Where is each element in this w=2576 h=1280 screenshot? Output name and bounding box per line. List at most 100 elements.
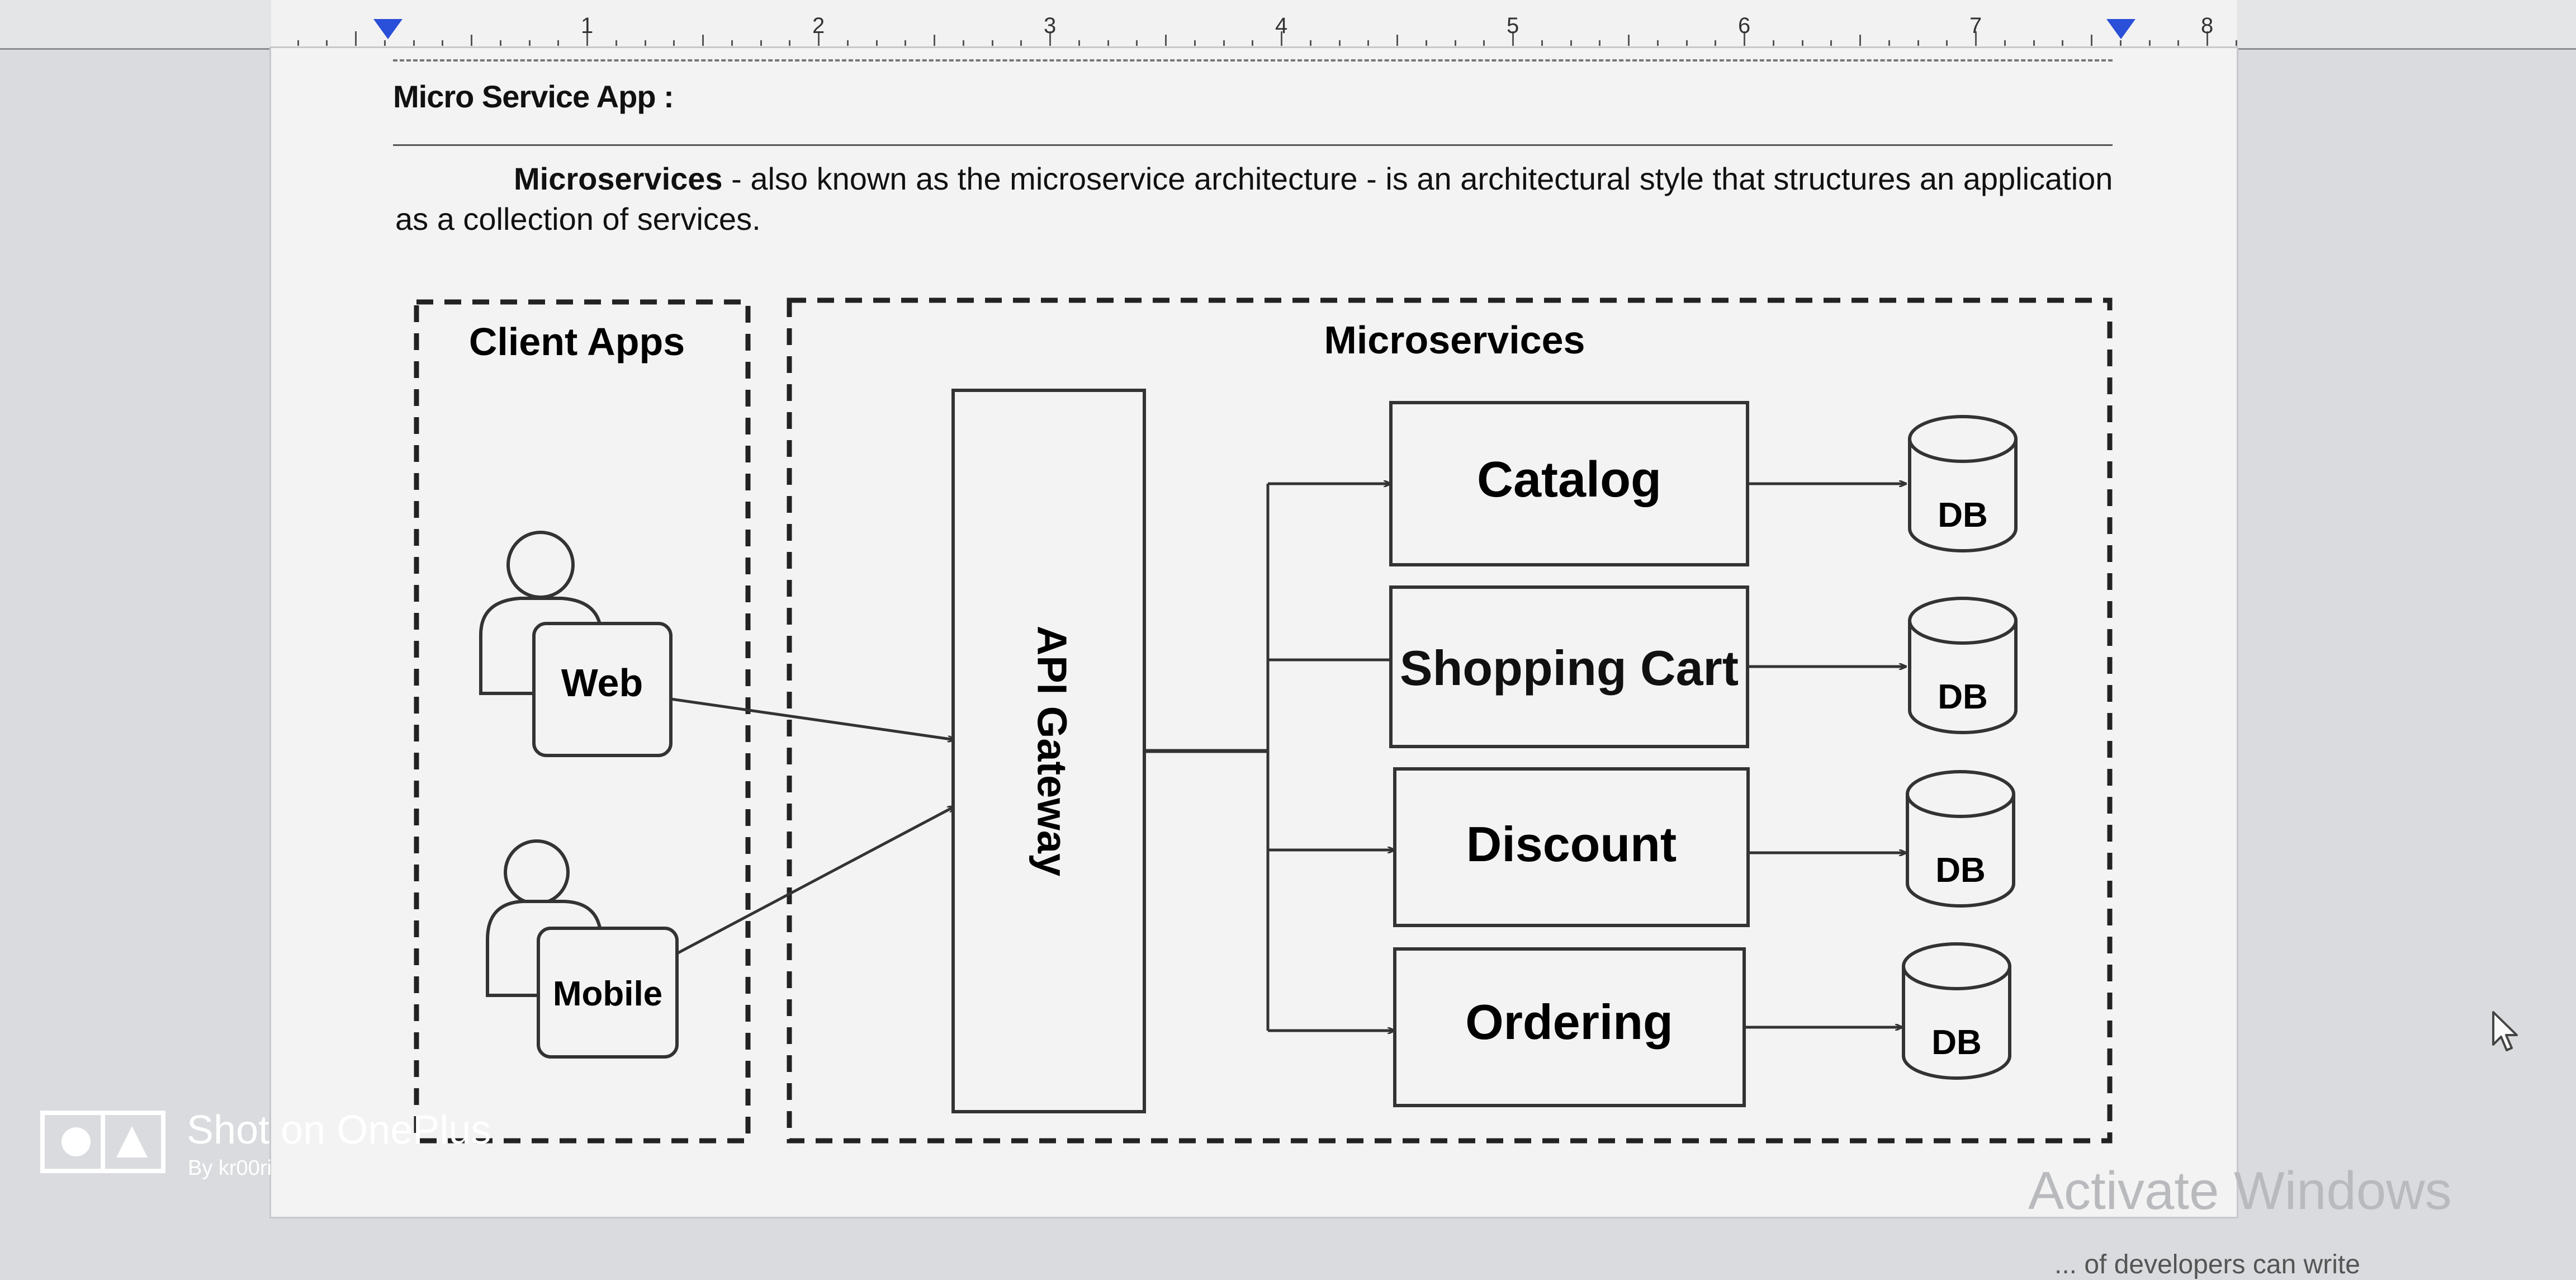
web-to-gateway-arrow bbox=[670, 697, 955, 740]
architecture-diagram: Client Apps Microservices Web Mobile API… bbox=[414, 297, 2113, 1144]
ruler-tick bbox=[586, 31, 588, 46]
ruler-tick bbox=[471, 35, 472, 46]
ruler-tick bbox=[2062, 40, 2064, 46]
left-indent-marker[interactable] bbox=[373, 19, 402, 39]
ruler-tick bbox=[1194, 40, 1196, 46]
catalog-database: DB bbox=[1908, 415, 2018, 552]
microservices-group bbox=[787, 297, 2113, 1144]
ruler-tick bbox=[644, 40, 646, 46]
discount-database: DB bbox=[1906, 770, 2015, 908]
shopping-cart-service-box bbox=[1389, 585, 1749, 748]
ruler-tick bbox=[413, 40, 415, 46]
ruler-tick bbox=[528, 40, 531, 46]
ruler-tick bbox=[1744, 31, 1745, 46]
partial-next-line: ... of developers can write bbox=[2054, 1250, 2360, 1279]
ruler-tick bbox=[2119, 40, 2122, 46]
ruler-number: 3 bbox=[1044, 13, 1057, 38]
ruler-tick bbox=[2091, 35, 2092, 46]
mobile-client-label: Mobile bbox=[553, 975, 662, 1013]
ruler-number: 7 bbox=[1969, 13, 1982, 38]
web-client: Web bbox=[479, 531, 673, 757]
right-indent-marker[interactable] bbox=[2106, 19, 2135, 39]
ruler-tick bbox=[1309, 40, 1311, 46]
shopping-cart-label-wrap: Shopping Cart bbox=[1399, 640, 1739, 696]
ruler-tick bbox=[2206, 31, 2208, 46]
ruler-tick bbox=[1107, 40, 1109, 46]
database-icon bbox=[1908, 621, 2018, 734]
client-apps-label: Client Apps bbox=[469, 320, 685, 363]
header-divider bbox=[393, 59, 2113, 62]
ruler-tick bbox=[1078, 40, 1080, 46]
ruler-tick bbox=[1396, 35, 1398, 46]
ruler-tick bbox=[934, 35, 935, 46]
mouse-pointer-icon bbox=[2492, 1011, 2518, 1051]
database-label: DB bbox=[1931, 1023, 1982, 1062]
ruler-tick bbox=[1656, 40, 1659, 46]
ruler-tick bbox=[1541, 40, 1543, 46]
ruler-tick bbox=[1483, 40, 1485, 46]
ruler-tick bbox=[991, 40, 993, 46]
ruler-tick bbox=[905, 40, 907, 46]
bold-term: Microservices bbox=[514, 161, 723, 196]
ruler-number: 5 bbox=[1507, 13, 1519, 38]
catalog-service-label: Catalog bbox=[1477, 452, 1661, 508]
ruler-tick bbox=[1975, 31, 1977, 46]
ruler-tick bbox=[818, 31, 820, 46]
ruler-tick bbox=[1136, 40, 1138, 46]
ruler-tick bbox=[2177, 40, 2180, 46]
ruler-tick bbox=[731, 40, 733, 46]
ruler-tick bbox=[1772, 40, 1774, 46]
ruler-tick bbox=[383, 40, 386, 46]
ruler-number: 1 bbox=[581, 13, 594, 38]
ruler-tick bbox=[1570, 40, 1572, 46]
ruler-number: 6 bbox=[1738, 13, 1751, 38]
api-gateway-box bbox=[951, 389, 1146, 1113]
catalog-service-box bbox=[1389, 401, 1749, 566]
ruler-tick bbox=[1252, 40, 1254, 46]
ruler-tick bbox=[326, 40, 328, 46]
ruler-tick bbox=[1599, 40, 1601, 46]
ruler-tick bbox=[1715, 40, 1717, 46]
ruler-tick bbox=[2004, 40, 2006, 46]
ruler-tick bbox=[1859, 35, 1861, 46]
ruler-tick bbox=[1454, 40, 1456, 46]
ruler-tick bbox=[1946, 40, 1948, 46]
user-icon bbox=[506, 531, 575, 599]
ruler-tick bbox=[1685, 40, 1688, 46]
database-label: DB bbox=[1935, 851, 1986, 890]
ruler-tick bbox=[1338, 40, 1341, 46]
ruler-tick bbox=[702, 35, 704, 46]
ruler-tick bbox=[442, 40, 444, 46]
ruler-tick bbox=[1888, 40, 1890, 46]
ruler-tick bbox=[1367, 40, 1370, 46]
database-label: DB bbox=[1938, 678, 1988, 716]
ruler-tick bbox=[2235, 40, 2237, 46]
ruler-tick bbox=[355, 31, 357, 46]
ruler-tick bbox=[2033, 40, 2035, 46]
ruler-tick bbox=[789, 40, 791, 46]
api-gateway-label: API Gateway bbox=[1029, 626, 1075, 876]
ruler-tick bbox=[962, 40, 964, 46]
ruler-tick bbox=[1281, 31, 1282, 46]
ruler-tick bbox=[1223, 40, 1225, 46]
ruler-tick bbox=[615, 40, 617, 46]
ordering-database: DB bbox=[1902, 942, 2011, 1080]
ruler-tick bbox=[499, 40, 501, 46]
shopping-cart-service-label: Shopping Cart bbox=[1399, 640, 1739, 696]
shopping-cart-database: DB bbox=[1908, 597, 2018, 734]
database-icon bbox=[1902, 966, 2011, 1080]
web-client-label: Web bbox=[561, 661, 643, 705]
ruler-number: 2 bbox=[812, 13, 825, 38]
ruler-tick bbox=[846, 40, 849, 46]
user-icon bbox=[504, 839, 570, 905]
ruler-tick bbox=[1830, 40, 1832, 46]
database-icon bbox=[1908, 439, 2018, 552]
microservices-label: Microservices bbox=[1324, 318, 1585, 362]
ruler-tick bbox=[1801, 40, 1803, 46]
database-label: DB bbox=[1938, 496, 1988, 535]
ruler-tick bbox=[1917, 40, 1919, 46]
mobile-to-gateway-arrow bbox=[676, 806, 955, 955]
ruler-tick bbox=[1425, 40, 1427, 46]
